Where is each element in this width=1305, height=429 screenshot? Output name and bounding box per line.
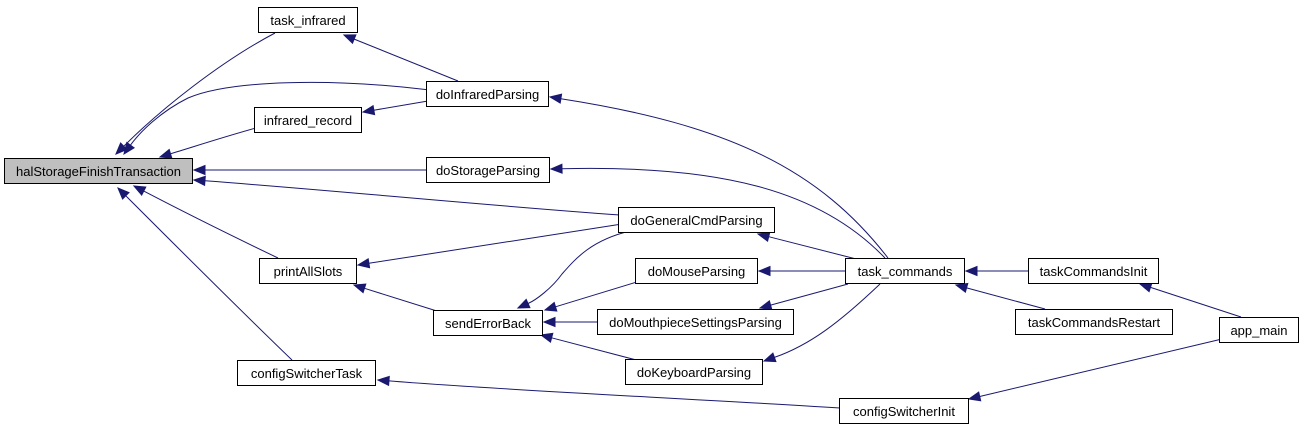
edge-doInfraredParsing-to-task_infrared (342, 34, 459, 82)
node-doStorageParsing[interactable]: doStorageParsing (426, 157, 550, 183)
arrowhead-icon (967, 391, 982, 402)
node-task_infrared[interactable]: task_infrared (258, 7, 358, 33)
arrowhead-icon (115, 142, 128, 155)
arrowhead-icon (758, 299, 773, 310)
node-halStorageFinishTransaction[interactable]: halStorageFinishTransaction (4, 158, 193, 184)
edge-infrared_record-to-halStorageFinishTransaction (158, 127, 257, 159)
node-taskCommandsInit[interactable]: taskCommandsInit (1028, 258, 1159, 284)
node-sendErrorBack[interactable]: sendErrorBack (433, 310, 543, 336)
arrowhead-icon (342, 34, 357, 45)
edge-line (130, 81, 431, 146)
node-doKeyboardParsing[interactable]: doKeyboardParsing (625, 359, 763, 385)
edge-line (354, 38, 459, 82)
edge-doKeyboardParsing-to-sendErrorBack (539, 332, 641, 362)
edge-line (551, 337, 641, 362)
edge-line (1150, 286, 1242, 318)
edge-doStorageParsing-to-halStorageFinishTransaction (192, 164, 426, 176)
arrowhead-icon (548, 93, 563, 104)
arrowhead-icon (964, 265, 978, 277)
arrowhead-icon (356, 257, 371, 269)
node-infrared_record[interactable]: infrared_record (254, 107, 362, 133)
arrowhead-icon (376, 375, 390, 387)
edge-doGeneralCmdParsing-to-halStorageFinishTransaction (192, 175, 621, 216)
edge-printAllSlots-to-halStorageFinishTransaction (132, 185, 279, 259)
node-taskCommandsRestart[interactable]: taskCommandsRestart (1015, 309, 1173, 335)
node-doMouseParsing[interactable]: doMouseParsing (635, 258, 758, 284)
arrowhead-icon (954, 282, 969, 294)
arrowhead-icon (543, 301, 558, 312)
arrowhead-icon (549, 163, 563, 174)
edge-line (204, 180, 621, 216)
node-doInfraredParsing[interactable]: doInfraredParsing (426, 81, 549, 107)
edge-task_commands-to-doKeyboardParsing (762, 283, 881, 363)
arrowhead-icon (539, 332, 554, 343)
edge-configSwitcherInit-to-configSwitcherTask (376, 375, 841, 409)
edge-doMouthpieceSettingsParsing-to-sendErrorBack (542, 316, 598, 328)
node-printAllSlots[interactable]: printAllSlots (259, 258, 357, 284)
arrowhead-icon (352, 283, 367, 294)
edge-task_commands-to-doGeneralCmdParsing (756, 231, 869, 263)
edge-line (774, 283, 881, 358)
edge-line (561, 167, 886, 259)
edge-line (125, 195, 293, 361)
edge-line (170, 127, 257, 155)
edge-doMouseParsing-to-sendErrorBack (543, 280, 641, 312)
arrowhead-icon (158, 148, 173, 159)
node-configSwitcherInit[interactable]: configSwitcherInit (839, 398, 969, 424)
edge-line (770, 283, 849, 306)
arrowhead-icon (542, 316, 556, 328)
node-app_main[interactable]: app_main (1219, 317, 1299, 343)
arrowhead-icon (1138, 282, 1153, 293)
arrowhead-icon (516, 298, 531, 309)
edge-line (364, 287, 441, 313)
arrowhead-icon (192, 164, 206, 176)
edge-line (966, 287, 1046, 310)
edge-app_main-to-configSwitcherInit (967, 338, 1223, 402)
edge-line (768, 236, 869, 263)
arrowhead-icon (132, 185, 147, 196)
edge-line (527, 230, 631, 304)
edge-line (373, 100, 429, 111)
edge-doInfraredParsing-to-halStorageFinishTransaction (123, 81, 431, 156)
edge-task_commands-to-doMouseParsing (757, 265, 845, 277)
arrowhead-icon (756, 231, 771, 242)
edge-configSwitcherTask-to-halStorageFinishTransaction (117, 187, 293, 361)
edge-line (143, 190, 279, 259)
edge-line (555, 280, 641, 308)
arrowhead-icon (762, 352, 777, 363)
node-configSwitcherTask[interactable]: configSwitcherTask (237, 360, 376, 386)
edge-line (979, 338, 1223, 397)
edge-line (388, 380, 841, 409)
node-task_commands[interactable]: task_commands (845, 258, 965, 284)
edge-doGeneralCmdParsing-to-sendErrorBack (516, 230, 631, 309)
edge-task_commands-to-doStorageParsing (549, 163, 886, 259)
edge-line (123, 32, 276, 147)
edge-task_infrared-to-halStorageFinishTransaction (115, 32, 276, 155)
arrowhead-icon (123, 141, 135, 156)
edge-sendErrorBack-to-printAllSlots (352, 283, 441, 313)
node-doMouthpieceSettingsParsing[interactable]: doMouthpieceSettingsParsing (597, 309, 794, 335)
arrowhead-icon (757, 265, 771, 277)
edge-task_commands-to-doInfraredParsing (548, 93, 889, 259)
edge-taskCommandsInit-to-task_commands (964, 265, 1028, 277)
node-doGeneralCmdParsing[interactable]: doGeneralCmdParsing (618, 207, 775, 233)
arrowhead-icon (117, 187, 130, 200)
edge-doInfraredParsing-to-infrared_record (361, 100, 429, 116)
edge-line (368, 223, 623, 264)
arrowhead-icon (192, 175, 206, 187)
edge-line (560, 98, 889, 259)
arrowhead-icon (361, 104, 376, 116)
edge-task_commands-to-doMouthpieceSettingsParsing (758, 283, 849, 310)
edge-taskCommandsRestart-to-task_commands (954, 282, 1046, 310)
edge-doGeneralCmdParsing-to-printAllSlots (356, 223, 623, 269)
